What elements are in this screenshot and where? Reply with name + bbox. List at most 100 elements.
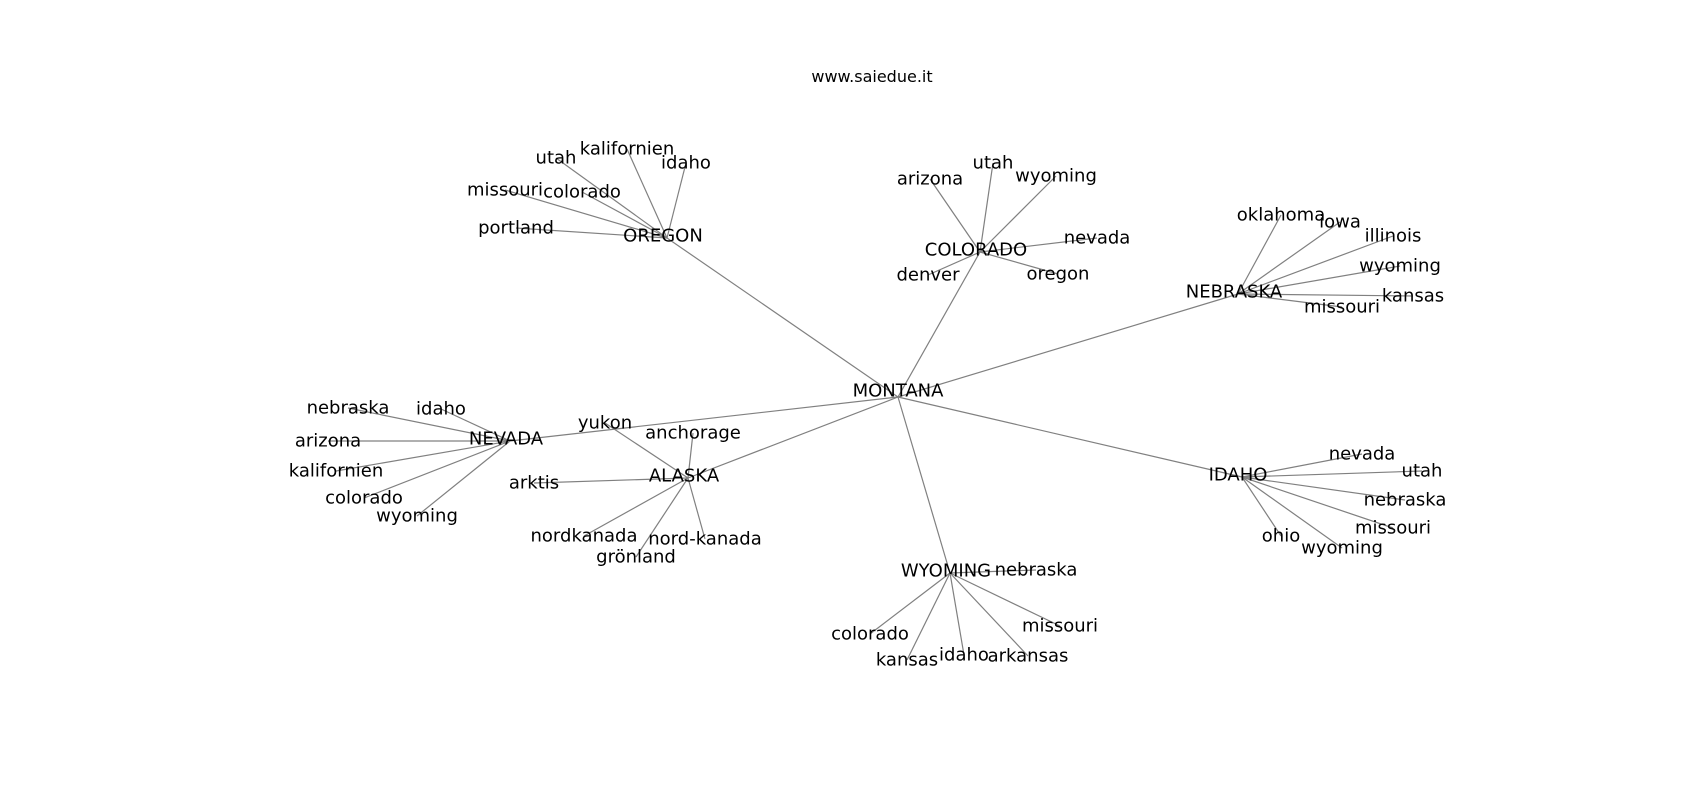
edge-nebraska-3 xyxy=(1237,265,1401,295)
hub-node-label-nebraska: NEBRASKA xyxy=(1186,282,1283,303)
leaf-node-label-wyoming-5: arkansas xyxy=(988,646,1069,667)
edge-oregon-0 xyxy=(555,157,668,239)
leaf-node-label-colorado-1: utah xyxy=(973,153,1014,174)
leaf-node-label-alaska-5: grönland xyxy=(596,547,676,568)
leaf-node-label-wyoming-2: kansas xyxy=(876,650,938,671)
leaf-node-label-nevada-5: wyoming xyxy=(376,506,458,527)
edge-oregon-5 xyxy=(515,227,668,239)
edge-colorado-1 xyxy=(979,162,994,253)
edge-nebraska-4 xyxy=(1237,293,1414,297)
leaf-node-label-wyoming-3: idaho xyxy=(939,645,989,666)
edge-montana-oregon xyxy=(666,237,899,398)
edge-idaho-1 xyxy=(1241,470,1423,478)
edge-oregon-3 xyxy=(504,189,668,239)
center-node-label: MONTANA xyxy=(853,381,945,402)
leaf-node-label-wyoming-1: colorado xyxy=(831,624,909,645)
edge-colorado-2 xyxy=(979,175,1057,253)
edge-nebraska-1 xyxy=(1237,221,1341,295)
leaf-node-label-oregon-2: idaho xyxy=(661,153,711,174)
edge-alaska-5 xyxy=(635,477,689,558)
leaf-node-label-oregon-0: utah xyxy=(536,148,577,169)
edge-montana-alaska xyxy=(687,396,899,479)
hub-node-label-nevada: NEVADA xyxy=(469,429,544,450)
leaf-node-label-colorado-2: wyoming xyxy=(1015,166,1097,187)
leaf-node-label-wyoming-0: nebraska xyxy=(995,560,1078,581)
leaf-node-label-idaho-3: missouri xyxy=(1355,518,1431,539)
leaf-node-label-nevada-4: colorado xyxy=(325,488,403,509)
leaf-node-label-nebraska-5: missouri xyxy=(1304,297,1380,318)
leaf-node-label-alaska-3: nordkanada xyxy=(531,526,638,547)
leaf-node-label-wyoming-4: missouri xyxy=(1022,616,1098,637)
leaf-node-label-nebraska-0: oklahoma xyxy=(1237,205,1325,226)
leaf-node-label-idaho-5: wyoming xyxy=(1301,538,1383,559)
leaf-node-label-nebraska-2: illinois xyxy=(1365,226,1422,247)
edge-nebraska-2 xyxy=(1237,235,1394,295)
edge-nebraska-5 xyxy=(1237,293,1343,308)
edge-montana-nevada xyxy=(509,396,899,442)
edge-alaska-4 xyxy=(687,477,706,540)
hub-node-label-alaska: ALASKA xyxy=(649,466,720,487)
hub-node-label-oregon: OREGON xyxy=(623,226,703,247)
edge-alaska-0 xyxy=(604,422,689,479)
edge-wyoming-3 xyxy=(949,572,965,656)
leaf-node-label-nevada-1: idaho xyxy=(416,399,466,420)
edge-nevada-1 xyxy=(440,408,511,442)
leaf-node-label-nebraska-4: kansas xyxy=(1382,286,1444,307)
hub-node-label-idaho: IDAHO xyxy=(1209,465,1268,486)
leaf-node-label-alaska-0: yukon xyxy=(578,413,632,434)
edge-alaska-3 xyxy=(583,477,689,537)
leaf-node-label-colorado-5: oregon xyxy=(1027,264,1090,285)
edge-wyoming-4 xyxy=(949,572,1061,627)
leaf-node-label-oregon-3: missouri xyxy=(467,180,543,201)
edge-colorado-4 xyxy=(927,251,981,276)
edge-idaho-2 xyxy=(1241,476,1406,501)
edge-montana-colorado xyxy=(897,251,981,398)
leaf-node-label-idaho-0: nevada xyxy=(1329,444,1396,465)
edge-oregon-1 xyxy=(626,148,668,239)
leaf-node-label-colorado-4: denver xyxy=(896,265,960,286)
edge-montana-wyoming xyxy=(897,396,951,574)
leaf-node-label-alaska-4: nord-kanada xyxy=(648,529,761,550)
edge-idaho-3 xyxy=(1241,476,1394,529)
edge-layer xyxy=(328,148,1423,661)
edge-idaho-5 xyxy=(1241,476,1343,549)
leaf-node-label-nevada-2: arizona xyxy=(295,431,361,452)
hub-node-label-wyoming: WYOMING xyxy=(901,561,991,582)
edge-wyoming-0 xyxy=(949,569,1037,574)
site-caption: www.saiedue.it xyxy=(811,67,932,86)
edge-colorado-5 xyxy=(979,251,1059,275)
hub-node-label-colorado: COLORADO xyxy=(925,240,1027,261)
edge-wyoming-5 xyxy=(949,572,1029,657)
edge-montana-idaho xyxy=(897,396,1243,478)
edge-oregon-2 xyxy=(666,162,687,239)
leaf-node-label-oregon-1: kalifornien xyxy=(580,139,674,160)
leaf-node-label-oregon-4: colorado xyxy=(543,182,621,203)
edge-alaska-2 xyxy=(533,477,689,484)
leaf-node-label-nevada-3: kalifornien xyxy=(289,461,383,482)
edge-colorado-3 xyxy=(979,237,1098,253)
leaf-node-label-idaho-4: ohio xyxy=(1262,526,1300,547)
edge-alaska-1 xyxy=(687,432,694,479)
leaf-node-label-alaska-2: arktis xyxy=(509,473,559,494)
leaf-node-label-oregon-5: portland xyxy=(478,218,554,239)
edge-wyoming-1 xyxy=(869,572,951,635)
leaf-node-label-idaho-2: nebraska xyxy=(1364,490,1447,511)
edge-wyoming-2 xyxy=(906,572,951,661)
leaf-node-label-colorado-3: nevada xyxy=(1064,228,1131,249)
edge-nevada-5 xyxy=(416,440,511,517)
edge-montana-nebraska xyxy=(897,293,1239,398)
leaf-node-label-colorado-0: arizona xyxy=(897,169,963,190)
edge-idaho-0 xyxy=(1241,453,1363,478)
edge-nevada-3 xyxy=(335,440,511,472)
leaf-node-label-nevada-0: nebraska xyxy=(307,398,390,419)
edge-nebraska-0 xyxy=(1237,214,1282,295)
edge-oregon-4 xyxy=(581,191,668,239)
leaf-node-label-alaska-1: anchorage xyxy=(645,423,741,444)
leaf-node-label-nebraska-1: iowa xyxy=(1319,212,1361,233)
edge-idaho-4 xyxy=(1241,476,1282,537)
edge-nevada-0 xyxy=(347,407,511,442)
leaf-node-label-nebraska-3: wyoming xyxy=(1359,256,1441,277)
edge-colorado-0 xyxy=(929,178,981,253)
edge-nevada-4 xyxy=(363,440,511,499)
